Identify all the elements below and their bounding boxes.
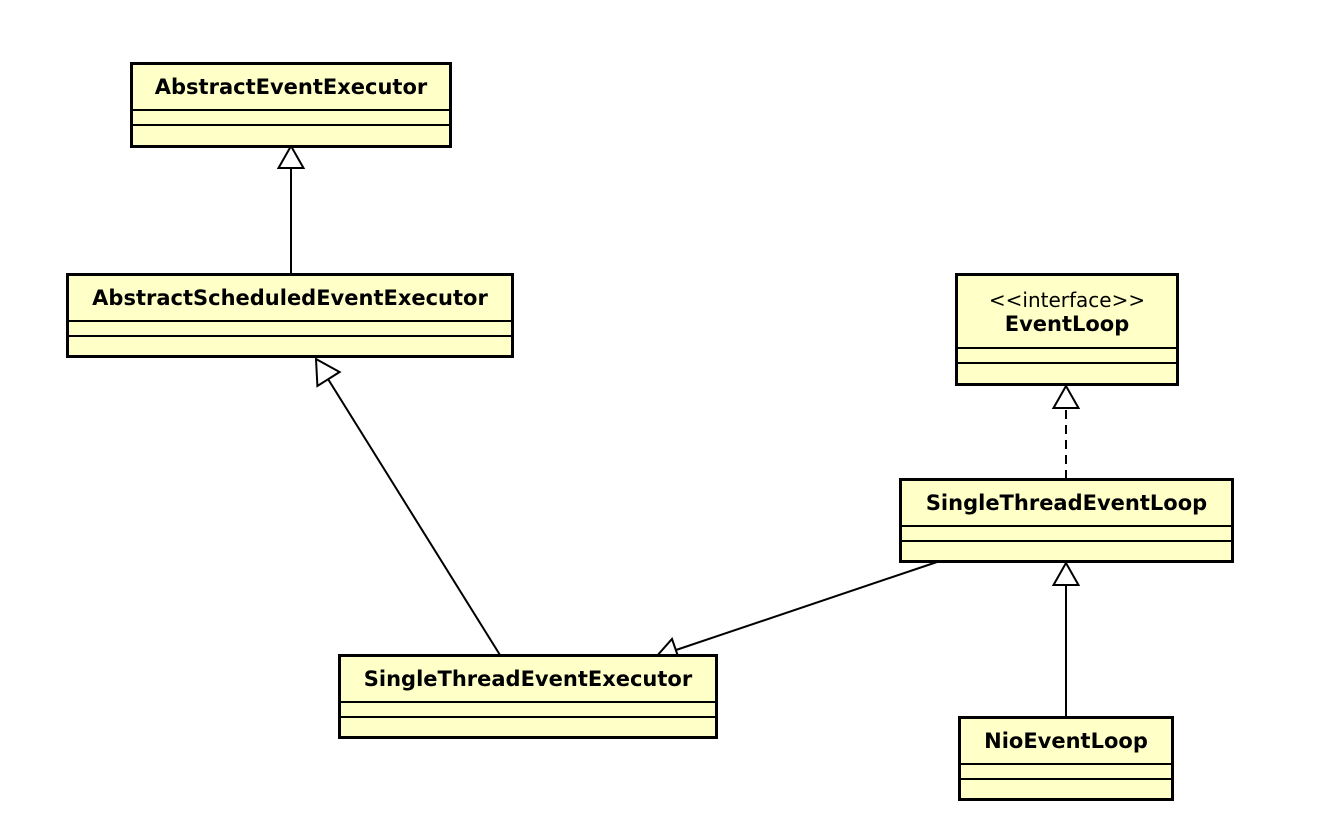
attributes-compartment: [341, 703, 715, 718]
class-name: AbstractEventExecutor: [154, 75, 428, 99]
class-header: SingleThreadEventExecutor: [341, 657, 715, 703]
edge-single-thread-loop-to-event-loop: [1051, 383, 1081, 479]
operations-compartment: [902, 542, 1231, 557]
class-header: <<interface>> EventLoop: [958, 276, 1176, 349]
attributes-compartment: [958, 349, 1176, 364]
class-name: SingleThreadEventExecutor: [363, 667, 693, 691]
stereotype-label: <<interface>>: [988, 287, 1146, 312]
attributes-compartment: [69, 322, 511, 337]
class-name: EventLoop: [1004, 311, 1130, 336]
class-abstract-event-executor[interactable]: AbstractEventExecutor: [130, 62, 452, 148]
edge-single-thread-loop-to-single-thread-executor: [654, 560, 941, 664]
edge-abstract-scheduled-to-abstract-executor: [276, 143, 306, 274]
class-header: NioEventLoop: [961, 719, 1171, 765]
class-header: AbstractScheduledEventExecutor: [69, 276, 511, 322]
operations-compartment: [961, 780, 1171, 795]
class-event-loop-interface[interactable]: <<interface>> EventLoop: [955, 273, 1179, 386]
class-name: SingleThreadEventLoop: [925, 491, 1208, 515]
hollow-triangle-arrowhead: [314, 357, 342, 388]
attributes-compartment: [902, 527, 1231, 542]
class-header: AbstractEventExecutor: [133, 65, 449, 111]
attributes-compartment: [133, 111, 449, 126]
edge-single-thread-executor-to-abstract-scheduled: [314, 357, 501, 656]
operations-compartment: [958, 364, 1176, 379]
operations-compartment: [341, 718, 715, 733]
operations-compartment: [69, 337, 511, 352]
attributes-compartment: [961, 765, 1171, 780]
class-name: AbstractScheduledEventExecutor: [92, 286, 488, 310]
class-single-thread-event-loop[interactable]: SingleThreadEventLoop: [899, 478, 1234, 563]
class-name: NioEventLoop: [984, 729, 1148, 753]
hollow-triangle-arrowhead: [276, 143, 306, 169]
class-single-thread-event-executor[interactable]: SingleThreadEventExecutor: [338, 654, 718, 739]
class-header: SingleThreadEventLoop: [902, 481, 1231, 527]
hollow-triangle-arrowhead: [1051, 383, 1081, 409]
edge-nio-loop-to-single-thread-loop: [1051, 560, 1081, 717]
hollow-triangle-arrowhead: [1051, 560, 1081, 586]
class-nio-event-loop[interactable]: NioEventLoop: [958, 716, 1174, 801]
operations-compartment: [133, 126, 449, 141]
class-abstract-scheduled-event-executor[interactable]: AbstractScheduledEventExecutor: [66, 273, 514, 358]
